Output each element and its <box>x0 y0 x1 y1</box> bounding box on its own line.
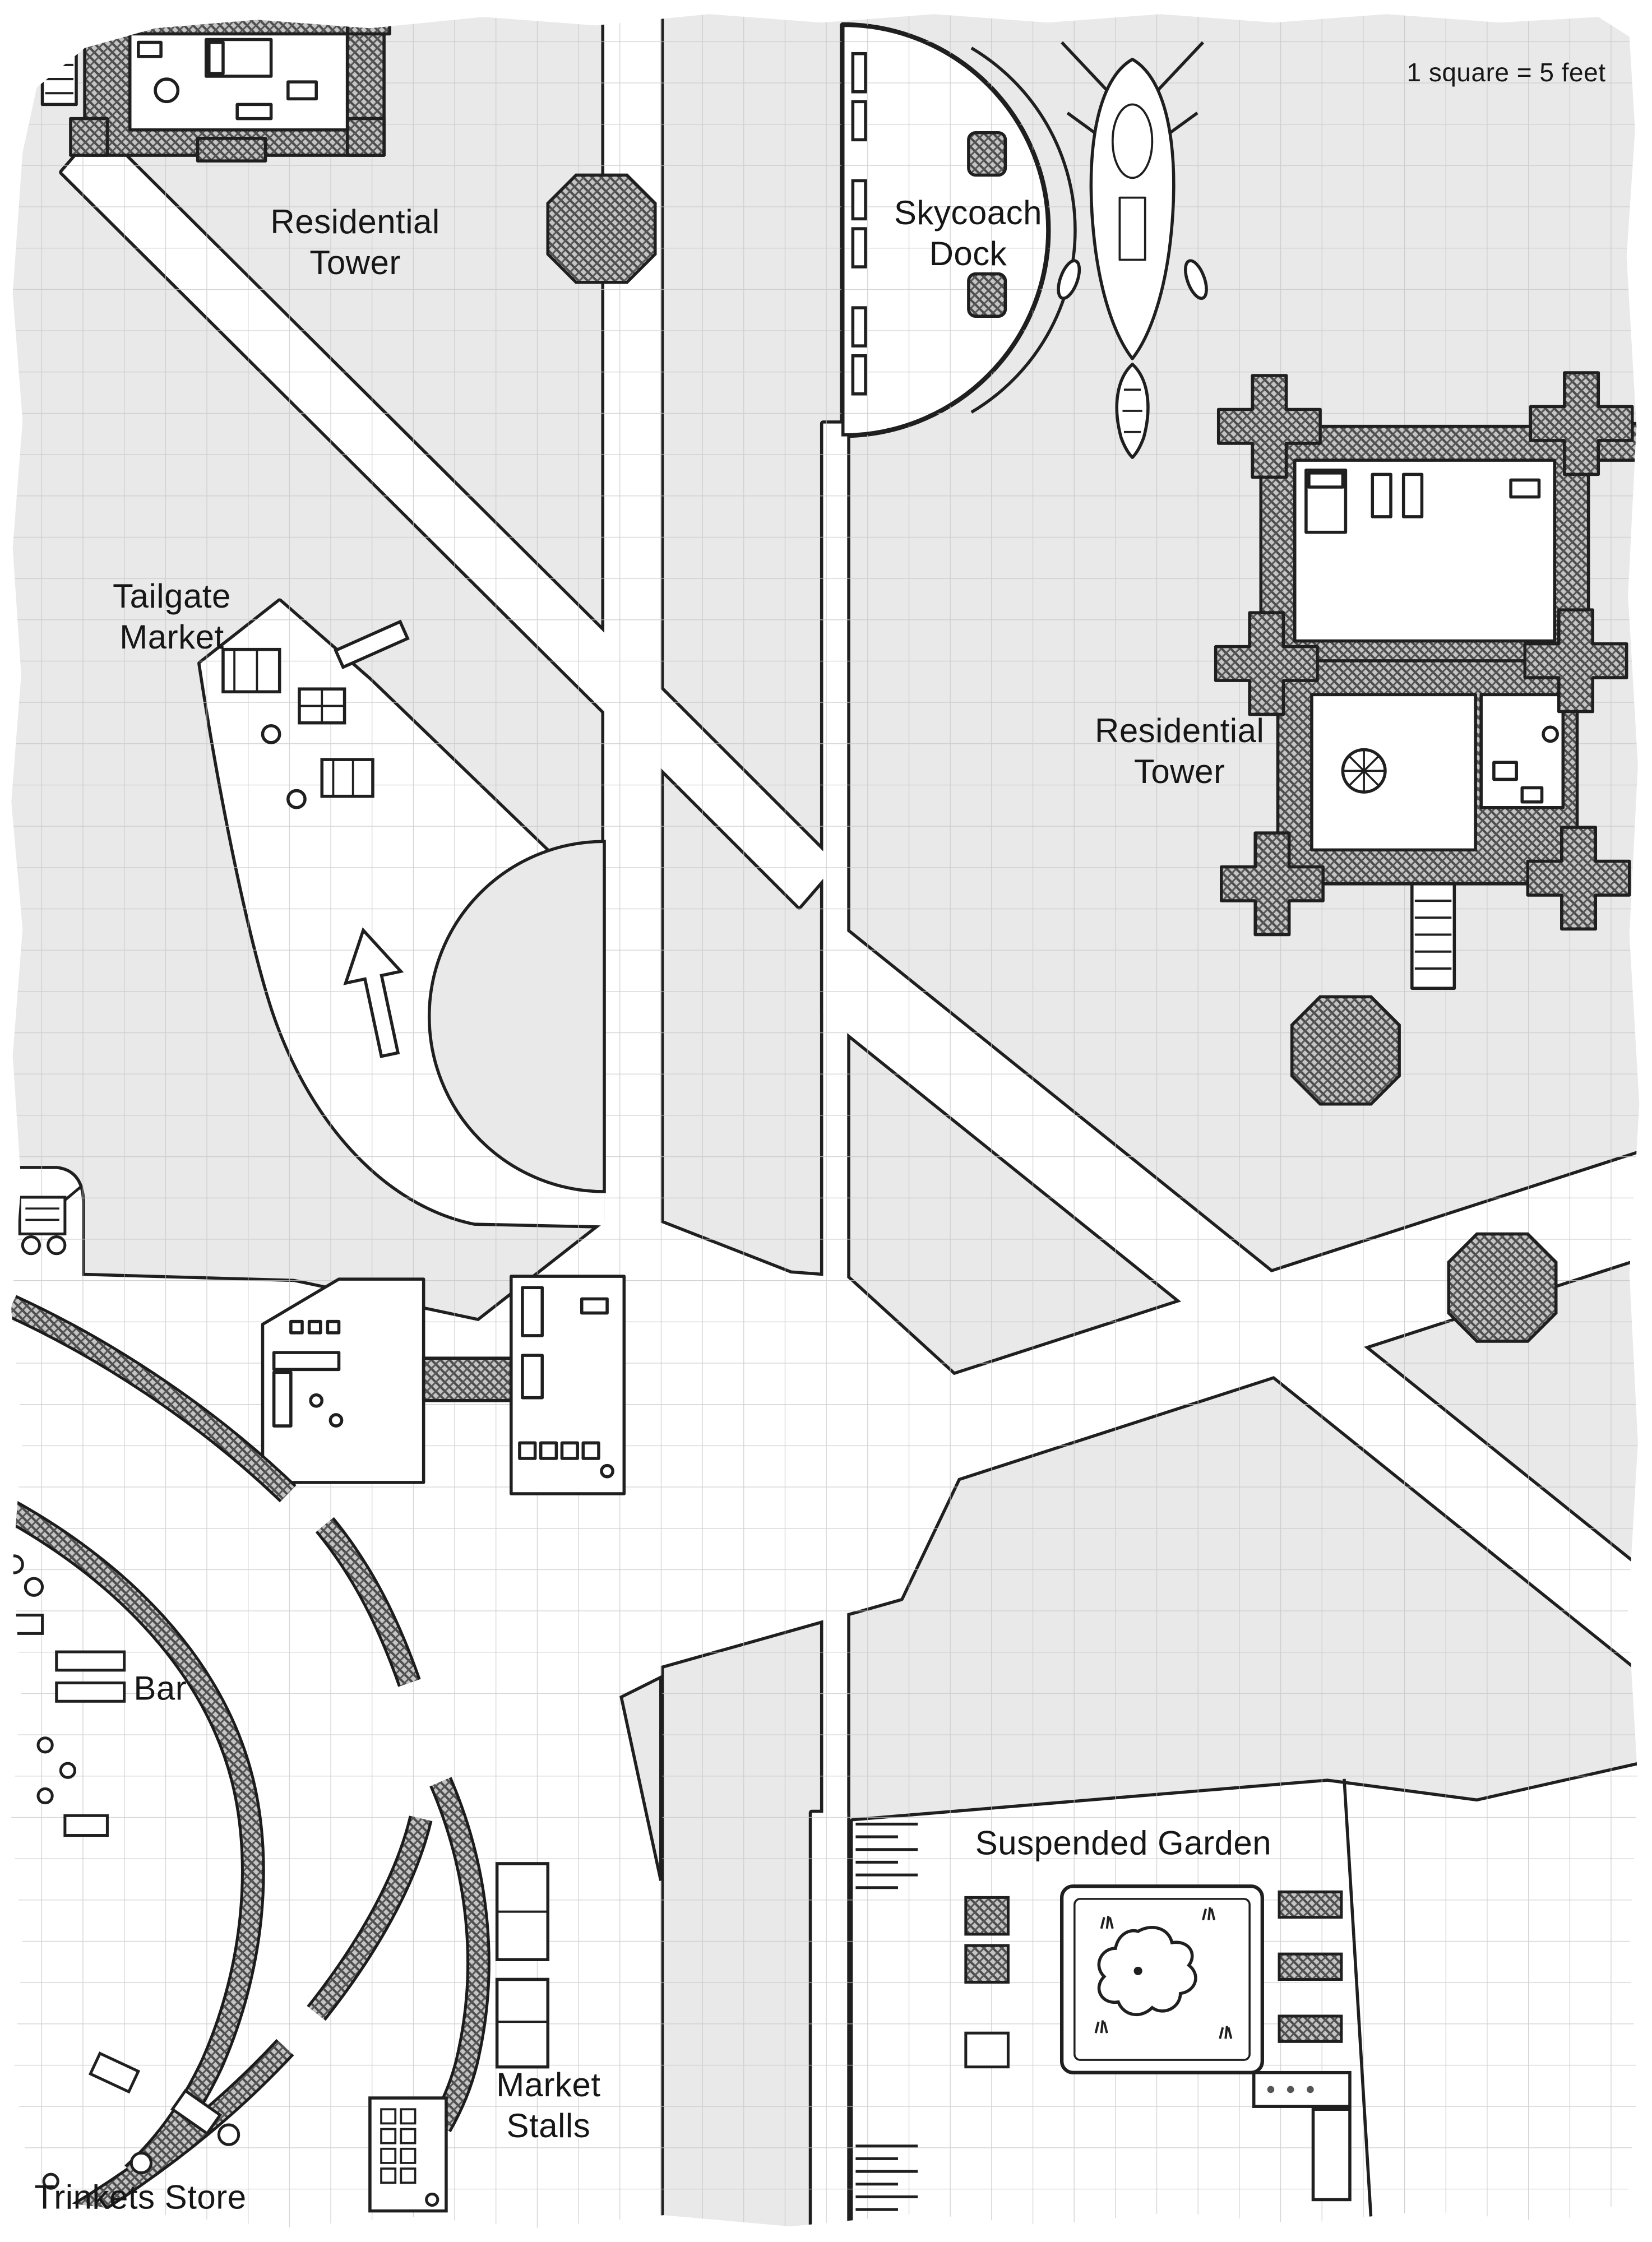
suspended-garden <box>855 1778 1375 2242</box>
skycoach-ship <box>1057 41 1208 459</box>
pylon-octagon-mid <box>1449 1234 1556 1341</box>
bar-furniture <box>4 1554 126 1837</box>
plaza-wedge <box>619 1674 663 1881</box>
garden-tree <box>1097 1926 1197 2017</box>
cart <box>18 1184 83 1256</box>
ramp-island <box>428 840 606 1193</box>
gray-islands <box>428 840 663 1881</box>
tailgate-market-stalls <box>221 619 410 809</box>
trinkets-store-furniture <box>42 2051 448 2213</box>
residential-tower-east-building <box>1216 373 1652 990</box>
skycoach-dock-platform <box>841 24 1077 437</box>
direction-arrow <box>343 927 404 1058</box>
market-stalls-counters <box>495 1862 550 2069</box>
plaza-shops <box>261 1275 626 1495</box>
garden-steps <box>855 1822 918 2211</box>
pylon-octagon-nw <box>548 175 655 282</box>
pylon-octagon-east <box>1292 997 1399 1104</box>
